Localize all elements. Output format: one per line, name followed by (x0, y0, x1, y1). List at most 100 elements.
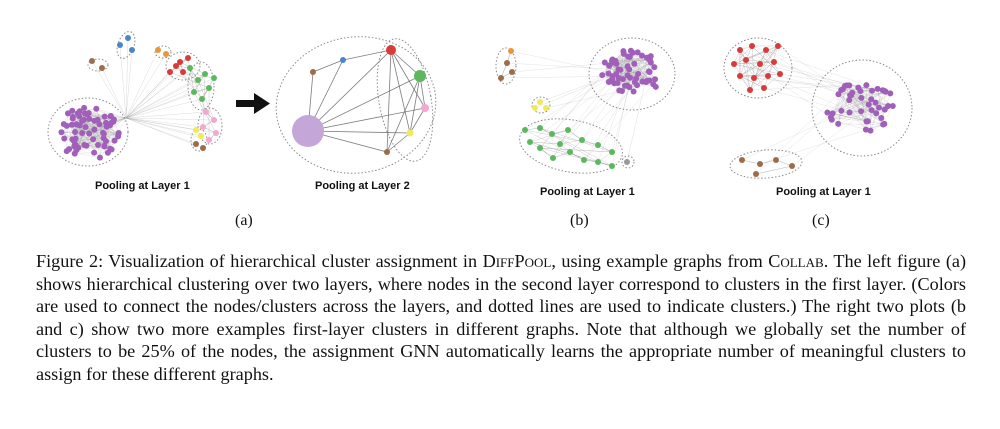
graph-edge (197, 79, 215, 121)
graph-edge (733, 63, 852, 96)
graph-edge (99, 123, 119, 137)
graph-edge (545, 90, 623, 109)
graph-node (187, 65, 193, 71)
graph-node (101, 142, 108, 149)
graph-edge (125, 67, 191, 119)
graph-node (858, 108, 865, 115)
graph-edge (749, 45, 779, 91)
graph-node (882, 88, 889, 95)
graph-node (645, 56, 652, 63)
graph-node (111, 137, 118, 144)
graph-edge (837, 85, 846, 124)
graph-edge (753, 77, 885, 92)
graph-edge (72, 139, 108, 153)
graph-edge (559, 139, 583, 145)
graph-node (213, 130, 219, 136)
graph-node (846, 97, 853, 104)
graph-edge (84, 107, 127, 119)
graph-node (863, 82, 870, 89)
graph-edge (83, 119, 94, 140)
graph-edge (634, 63, 650, 81)
graph-node (117, 42, 123, 48)
graph-edge (524, 73, 617, 131)
graph-edge (182, 71, 215, 79)
graph-edge (841, 89, 869, 105)
graph-edge (307, 107, 426, 132)
graph-edge (125, 71, 184, 119)
graph-edge (74, 119, 98, 147)
graph-node (581, 157, 587, 163)
cluster-outline (87, 58, 109, 72)
graph-edge (753, 45, 779, 79)
graph-edge (838, 109, 872, 125)
graph-edge (72, 116, 107, 142)
graph-node (775, 43, 781, 49)
graph-edge (390, 49, 426, 109)
graph-node (199, 96, 205, 102)
graph-edge (307, 75, 421, 132)
graph-node (508, 48, 514, 54)
graph-edge (102, 117, 127, 133)
graph-edge (567, 90, 620, 131)
graph-edge (831, 113, 877, 121)
graph-node (613, 60, 620, 67)
graph-node (83, 111, 90, 118)
graph-edge (745, 59, 751, 91)
layer-arrow (236, 93, 270, 114)
graph-edge (777, 45, 882, 119)
graph-edge (529, 141, 561, 145)
graph-edge (844, 85, 867, 122)
graph-node (527, 139, 533, 145)
graph-edge (745, 59, 831, 118)
graph-edge (75, 140, 107, 145)
graph-node (68, 121, 75, 128)
graph-edge (119, 44, 127, 119)
graph-edge (187, 57, 195, 93)
graph-edge (511, 62, 614, 73)
graph-edge (838, 94, 872, 111)
graph-node (595, 159, 601, 165)
graph-edge (539, 133, 553, 149)
graph-node (64, 110, 71, 117)
graph-node (185, 55, 191, 61)
graph-edge (74, 133, 105, 147)
graph-node (646, 77, 653, 84)
graph-edge (125, 117, 204, 149)
graph-edge (342, 49, 392, 61)
cluster-outline (165, 51, 201, 81)
graph-edge (67, 113, 119, 137)
graph-edge (73, 137, 104, 142)
graph-edge (75, 133, 119, 139)
graph-edge (849, 99, 872, 113)
graph-edge (841, 110, 868, 122)
graph-edge (838, 94, 869, 122)
graph-edge (755, 165, 793, 175)
graph-node (180, 69, 186, 75)
graph-edge (409, 107, 426, 134)
graph-node (651, 64, 658, 71)
graph-edge (861, 97, 867, 122)
graph-node (765, 73, 771, 79)
graph-node (868, 96, 875, 103)
graph-edge (106, 126, 112, 150)
graph-node (193, 141, 199, 147)
figure-caption: Figure 2: Visualization of hierarchical … (36, 250, 966, 386)
graph-node (60, 121, 67, 128)
graph-node (751, 75, 757, 81)
graph-edge (581, 78, 624, 141)
graph-edge (125, 77, 215, 119)
graph-node (875, 104, 882, 111)
graph-edge (613, 59, 649, 63)
graph-edge (838, 90, 873, 125)
cluster-outlines (47, 31, 913, 179)
cluster-outline (154, 45, 172, 59)
layer2-brown-node (310, 69, 316, 75)
graph-node (107, 113, 114, 120)
graph-edge (841, 109, 872, 112)
graph-edge (312, 59, 344, 73)
graph-edge (827, 95, 851, 113)
graph-edge (616, 71, 649, 75)
graph-node (887, 90, 894, 97)
graph-edge (871, 90, 885, 110)
graph-node (83, 142, 90, 149)
